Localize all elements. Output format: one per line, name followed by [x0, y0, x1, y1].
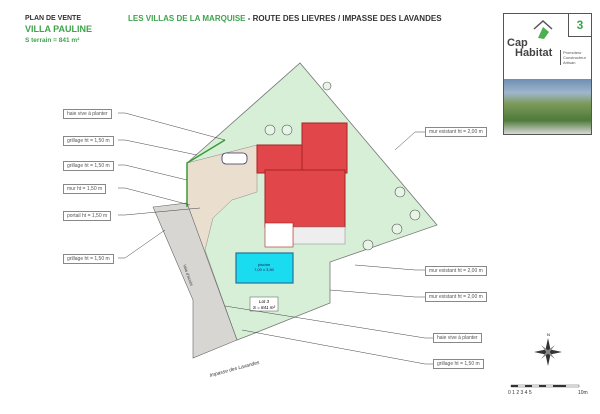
page-number: 3 [568, 14, 591, 37]
tagline-2: Constructeur [563, 55, 586, 60]
scale-end: 10m [578, 390, 588, 396]
annotation-fence: grillage ht = 1,50 m [63, 161, 114, 171]
scale-ticks: 0 1 2 3 4 5 [508, 390, 532, 396]
terrace [292, 226, 346, 245]
annotation-fence: grillage ht = 1,50 m [433, 359, 484, 369]
annotation-existing-wall: mur existant ht = 2,00 m [425, 127, 487, 137]
street-label: Impasse des Lavandes [209, 360, 261, 379]
annotation-hedge: haie vive à planter [433, 333, 482, 343]
annotation-wall: mur ht = 1,50 m [63, 184, 107, 194]
pergola [264, 222, 294, 248]
house-leaf-icon [533, 20, 553, 39]
villa-name: VILLA PAULINE [25, 24, 92, 34]
lot-label-box [249, 296, 279, 312]
leader-lines [118, 112, 433, 365]
annotation-existing-wall: mur existant ht = 2,00 m [425, 292, 487, 302]
compass-rose-icon: N [534, 332, 562, 366]
aerial-photo [504, 79, 591, 134]
project-name: LES VILLAS DE LA MARQUISE [128, 14, 246, 23]
annotation-hedge: haie vive à planter [63, 109, 112, 119]
brand-line1: Cap [507, 37, 528, 49]
land-surface: S terrain = 841 m² [25, 37, 80, 44]
tagline-1: Promoteur [563, 50, 582, 55]
access-road [152, 202, 238, 359]
house-roof-b [301, 122, 348, 174]
brand-line2: Habitat [515, 47, 553, 59]
doc-type: PLAN DE VENTE [25, 15, 82, 22]
north-label: N [547, 332, 550, 337]
pool [235, 252, 294, 284]
tagline-3: Artisan [563, 60, 576, 65]
pool-label: piscine [258, 262, 271, 267]
lot-area: S = 841 m² [253, 305, 276, 310]
annotation-fence: grillage ht = 1,50 m [63, 136, 114, 146]
scale-bar [510, 384, 580, 388]
pool-size: 7,00 x 3,50 [254, 267, 275, 272]
annotation-existing-wall: mur existant ht = 2,00 m [425, 266, 487, 276]
page-title: LES VILLAS DE LA MARQUISE - ROUTE DES LI… [128, 14, 442, 23]
annotation-fence: grillage ht = 1,50 m [63, 254, 114, 264]
house-roof-c [264, 169, 346, 228]
trees [264, 81, 421, 251]
annotation-gate: portail ht = 1,50 m [63, 211, 112, 221]
lot-label: Lot 3 [259, 299, 270, 304]
car-icon [221, 152, 248, 165]
project-address: - ROUTE DES LIEVRES / IMPASSE DES LAVAND… [245, 14, 442, 23]
hedge-line [186, 139, 226, 207]
